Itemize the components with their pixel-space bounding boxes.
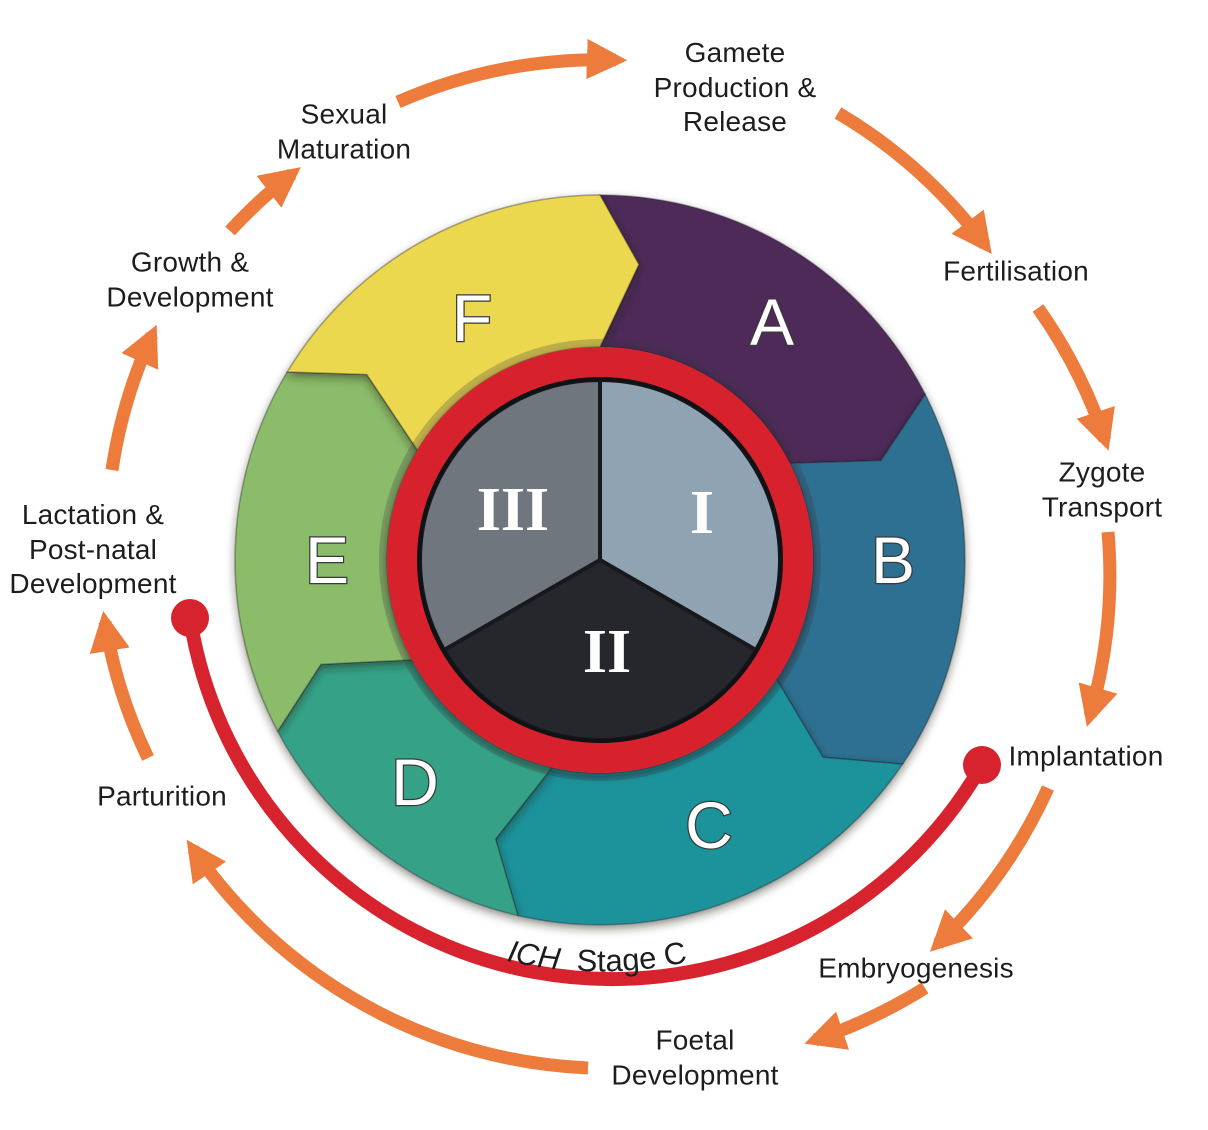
segment-letter-f: F (452, 281, 492, 355)
red-ring (387, 347, 813, 773)
arrow-foetal-to-parturition (186, 839, 589, 1075)
ich-arc-dot-implantation (963, 746, 1001, 784)
arrow-fertilisation-to-zygote (1032, 304, 1115, 451)
stage-label-growth: Growth & Development (106, 246, 274, 312)
stage-label-implantation: Implantation (1008, 740, 1164, 772)
sector-numeral-iii: III (477, 476, 549, 544)
arrow-growth-to-sexual (225, 167, 301, 236)
arrow-parturition-to-lactation (89, 610, 154, 761)
ich-stage-label-regular: Stage C (576, 935, 689, 979)
stage-label-gamete: Gamete Production & Release (653, 36, 817, 138)
ich-arc-line (183, 616, 989, 987)
segment-ring: A B C D E F (234, 194, 966, 926)
inner-gap-ring (379, 339, 821, 781)
ich-arc-dot-lactation (171, 599, 209, 637)
segment-letter-d: D (391, 745, 439, 819)
arrow-implantation-to-embryogenesis (929, 785, 1054, 952)
arrow-zygote-to-implantation (1078, 531, 1118, 727)
cycle-arrows (89, 38, 1118, 1075)
pie-outline (417, 377, 783, 743)
stage-label-parturition: Parturition (97, 780, 227, 812)
segment-letter-a: A (750, 285, 794, 359)
arrow-lactation-to-growth (105, 324, 159, 471)
stage-label-foetal: Foetal Development (611, 1024, 779, 1090)
stage-label-zygote: Zygote Transport (1041, 456, 1163, 522)
ich-stage-label: ICH Stage C (505, 933, 690, 978)
arrow-sexual-to-gamete (395, 38, 628, 108)
segment-letter-c: C (685, 788, 733, 862)
stage-label-embryogenesis: Embryogenesis (818, 952, 1014, 984)
sector-numeral-i: I (690, 479, 714, 547)
stage-label-sexual: Sexual Maturation (276, 98, 412, 164)
stage-label-fertilisation: Fertilisation (943, 255, 1089, 287)
segment-letter-e: E (305, 523, 349, 597)
arrow-embryogenesis-to-foetal (804, 982, 929, 1050)
arrow-gamete-to-fertilisation (834, 107, 992, 254)
segment-letter-b: B (871, 523, 915, 597)
stage-label-lactation: Lactation & Post-natal Development (9, 498, 177, 600)
inner-pie (418, 378, 782, 743)
sector-numeral-ii: II (583, 618, 631, 686)
